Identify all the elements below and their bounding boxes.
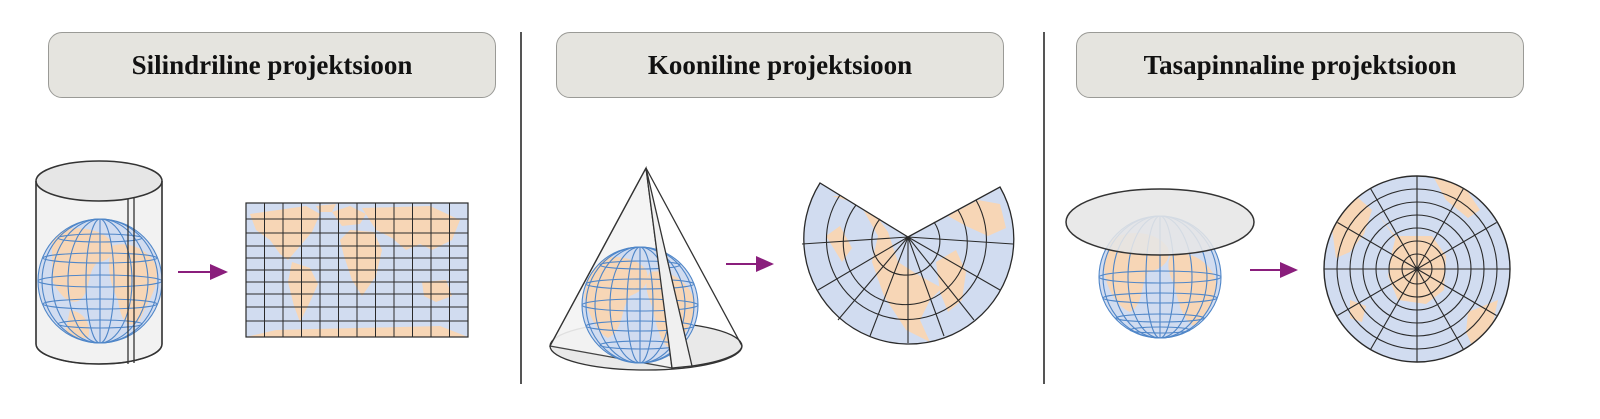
divider-right [1043, 32, 1045, 384]
cylindrical-title-box: Silindriline projektsioon [48, 32, 496, 98]
conic-fan-map [801, 182, 1015, 345]
rectangular-world-map [245, 202, 469, 338]
cone-with-globe [549, 165, 743, 371]
cylindrical-title: Silindriline projektsioon [131, 49, 413, 80]
planar-title: Tasapinnaline projektsioon [1143, 49, 1457, 80]
globe-icon [37, 218, 163, 344]
conic-title: Kooniline projektsioon [647, 49, 913, 80]
divider-left [520, 32, 522, 384]
cylinder-with-globe [35, 160, 163, 365]
planar-title-box: Tasapinnaline projektsioon [1076, 32, 1524, 98]
conic-title-box: Kooniline projektsioon [556, 32, 1004, 98]
plane-with-globe [1065, 188, 1255, 339]
azimuthal-disc-map [1323, 175, 1511, 363]
